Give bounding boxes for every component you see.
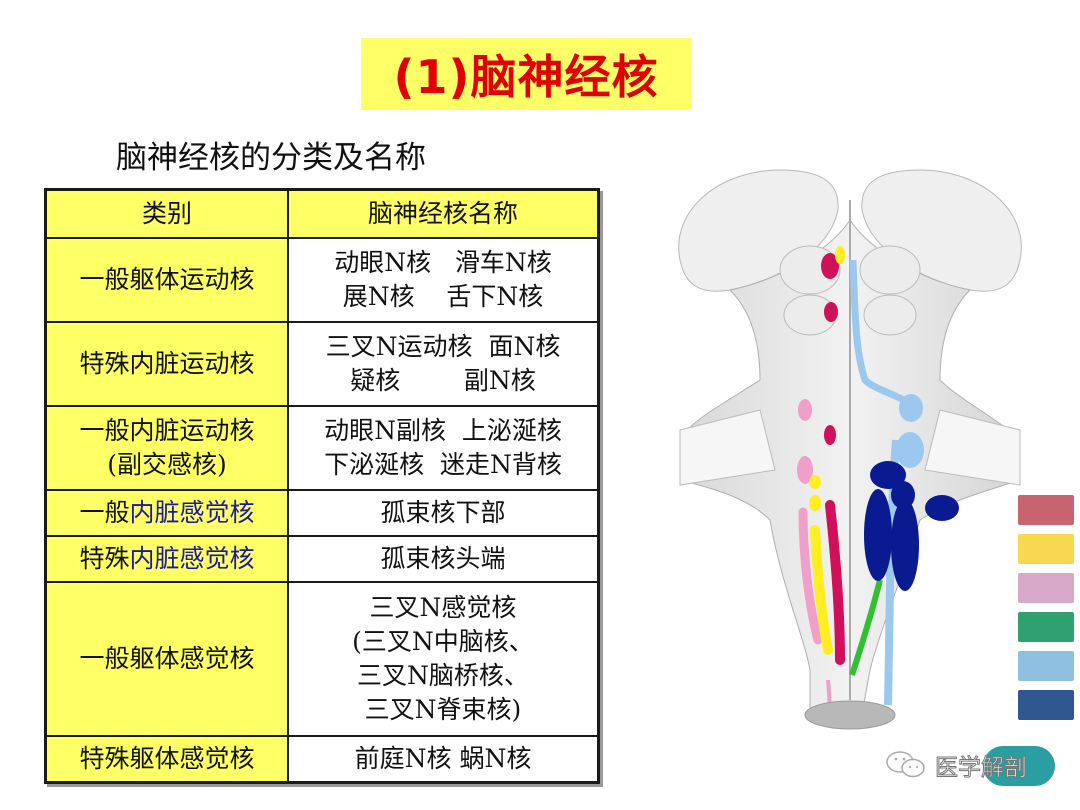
category-cell: 特殊内脏感觉核	[44, 535, 289, 583]
category-prefix: 一般	[79, 498, 130, 527]
table-header-row: 类别 脑神经核名称	[44, 188, 600, 239]
table-row: 一般躯体感觉核 三叉N感觉核 (三叉N中脑核、 三叉N脑桥核、 三叉N脊束核)	[44, 581, 600, 737]
legend-swatch-yellow	[1018, 534, 1074, 564]
speech-bubble-icon	[983, 746, 1055, 786]
name-line: 下泌涎核 迷走N背核	[324, 450, 562, 479]
category-cell: 特殊内脏运动核	[44, 321, 289, 407]
oculomotor-nucleus	[821, 253, 839, 279]
category-highlight: 内脏感觉核	[129, 544, 255, 573]
name-line: 三叉N脊束核)	[364, 695, 522, 724]
header-nuclei-names: 脑神经核名称	[287, 188, 600, 239]
name-line: (三叉N中脑核、	[352, 627, 534, 656]
category-cell: 一般内脏感觉核	[44, 489, 289, 537]
header-category: 类别	[44, 188, 289, 239]
names-cell: 三叉N感觉核 (三叉N中脑核、 三叉N脑桥核、 三叉N脊束核)	[287, 581, 600, 737]
category-line: 一般内脏运动核	[79, 416, 255, 445]
names-cell: 前庭N核 蜗N核	[287, 735, 600, 783]
legend-swatch-light-blue	[1018, 651, 1074, 681]
wechat-icon	[886, 751, 925, 778]
table-row: 特殊躯体感觉核 前庭N核 蜗N核	[44, 735, 600, 783]
names-cell: 三叉N运动核 面N核 疑核 副N核	[287, 321, 600, 407]
legend-swatch-red	[1018, 495, 1074, 525]
watermark-text: 医学解剖	[935, 755, 1028, 782]
slide-title: (1)脑神经核	[393, 50, 659, 104]
category-line: (副交感核)	[107, 450, 227, 479]
name-line: 三叉N脑桥核、	[357, 661, 529, 690]
category-highlight: 内脏感觉核	[129, 498, 255, 527]
slide-title-box: (1)脑神经核	[361, 38, 691, 110]
name-line: 三叉N运动核 面N核	[325, 332, 561, 361]
table-row: 一般躯体运动核 动眼N核 滑车N核 展N核 舌下N核	[44, 237, 600, 323]
slide-subtitle: 脑神经核的分类及名称	[116, 140, 426, 176]
names-cell: 孤束核下部	[287, 489, 600, 537]
category-cell: 一般躯体运动核	[44, 237, 289, 323]
name-line: 疑核 副N核	[350, 366, 536, 395]
table-row: 一般内脏感觉核 孤束核下部	[44, 489, 600, 537]
color-legend	[1018, 495, 1074, 729]
category-cell: 一般内脏运动核 (副交感核)	[44, 405, 289, 491]
name-line: 动眼N核 滑车N核	[334, 248, 552, 277]
legend-swatch-green	[1018, 612, 1074, 642]
legend-swatch-pink	[1018, 573, 1074, 603]
table-row: 特殊内脏运动核 三叉N运动核 面N核 疑核 副N核	[44, 321, 600, 407]
name-line: 动眼N副核 上泌涎核	[324, 416, 562, 445]
name-line: 三叉N感觉核	[369, 593, 517, 622]
category-cell: 特殊躯体感觉核	[44, 735, 289, 783]
table-row: 特殊内脏感觉核 孤束核头端	[44, 535, 600, 583]
category-prefix: 特殊	[79, 544, 130, 573]
names-cell: 动眼N核 滑车N核 展N核 舌下N核	[287, 237, 600, 323]
watermark: 医学解剖	[885, 746, 1055, 786]
name-line: 展N核 舌下N核	[342, 282, 544, 311]
names-cell: 动眼N副核 上泌涎核 下泌涎核 迷走N背核	[287, 405, 600, 491]
table-row: 一般内脏运动核 (副交感核) 动眼N副核 上泌涎核 下泌涎核 迷走N背核	[44, 405, 600, 491]
names-cell: 孤束核头端	[287, 535, 600, 583]
brainstem-illustration	[678, 169, 1022, 730]
category-cell: 一般躯体感觉核	[44, 581, 289, 737]
cranial-nuclei-table: 类别 脑神经核名称 一般躯体运动核 动眼N核 滑车N核 展N核 舌下N核 特殊内…	[44, 188, 600, 784]
legend-swatch-dark-blue	[1018, 690, 1074, 720]
